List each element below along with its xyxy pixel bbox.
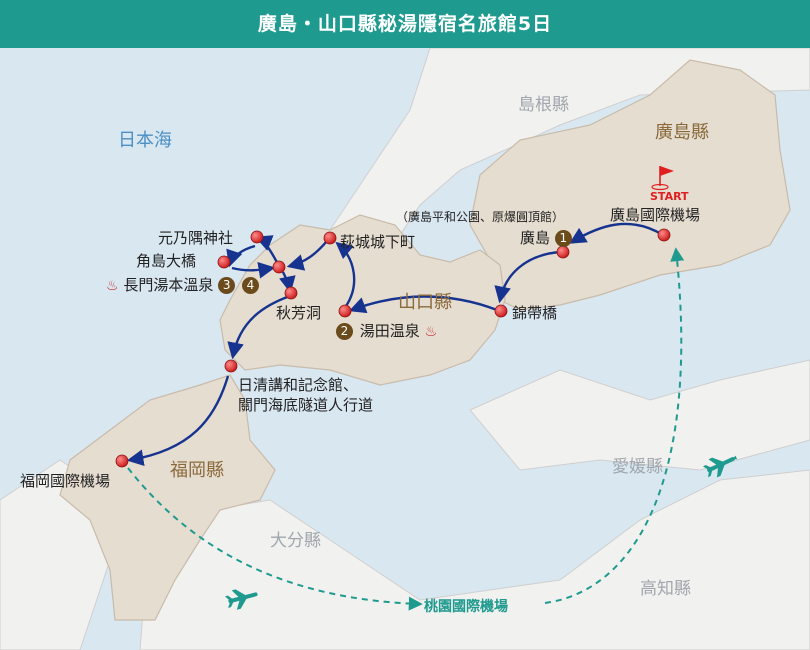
label-shimane: 島根縣 — [518, 95, 569, 115]
label-akiyoshido: 秋芳洞 — [276, 304, 322, 322]
flight-route — [127, 247, 685, 611]
onsen-icon: ♨ — [424, 324, 438, 340]
label-taoyuan: 桃園國際機場 — [424, 599, 508, 615]
label-peace-note: （廣島平和公園、原爆圓頂館） — [396, 210, 565, 224]
label-nagato-text: 長門湯本溫泉 — [123, 276, 214, 294]
label-ehime: 愛媛縣 — [612, 457, 663, 477]
fukuoka-region — [59, 374, 276, 621]
label-shimonoseki-2: 關門海底隧道人行道 — [238, 396, 374, 414]
pin-nagato — [272, 260, 286, 274]
label-kochi: 高知縣 — [640, 579, 691, 599]
flag-icon — [651, 166, 674, 191]
day-badge-2: 2 — [336, 323, 353, 340]
onsen-icon: ♨ — [106, 278, 119, 294]
label-motonosumi: 元乃隅神社 — [158, 229, 234, 247]
title-bar: 廣島・山口縣秘湯隱宿名旅館5日 — [0, 0, 810, 48]
label-hagi: 萩城城下町 — [340, 233, 416, 251]
day-badge-4: 4 — [241, 277, 259, 294]
map: 島根縣 廣島縣 山口縣 福岡縣 大分縣 愛媛縣 高知縣 日本海 START 廣島… — [0, 48, 810, 650]
label-oita: 大分縣 — [270, 531, 321, 551]
page-title: 廣島・山口縣秘湯隱宿名旅館5日 — [257, 13, 553, 35]
label-tsunoshima: 角島大橋 — [136, 252, 197, 270]
pin-motonosumi — [250, 230, 264, 244]
pin-kintaikyo — [494, 304, 508, 318]
label-hiroshima-text: 廣島 — [520, 229, 551, 247]
label-nagato: ♨ 長門湯本溫泉 3 4 — [106, 274, 261, 295]
pin-yuda — [338, 304, 352, 318]
label-shimonoseki-1: 日清講和記念館、 — [238, 376, 359, 394]
label-sea: 日本海 — [118, 130, 172, 151]
label-hiroshima-airport: 廣島國際機場 — [610, 206, 701, 224]
start-label: START — [650, 190, 689, 203]
pin-hagi — [323, 231, 337, 245]
pin-tsunoshima — [217, 255, 231, 269]
day-badge-1: 1 — [554, 230, 572, 247]
pin-shimonoseki — [224, 359, 238, 373]
location-pins — [115, 228, 671, 468]
tour-route — [126, 222, 664, 467]
label-hiroshima-pref: 廣島縣 — [655, 122, 709, 143]
label-kintaikyo: 錦帶橋 — [512, 304, 558, 322]
map-canvas — [0, 48, 810, 650]
pin-akiyoshido — [284, 286, 298, 300]
label-yuda: 2 湯田温泉 ♨ — [336, 320, 437, 341]
plane-icon — [224, 589, 258, 610]
label-yuda-text: 湯田温泉 — [359, 322, 420, 340]
label-hiroshima: 廣島 1 — [520, 227, 574, 248]
label-fukuoka-airport: 福岡國際機場 — [20, 472, 111, 490]
label-yamaguchi-pref: 山口縣 — [398, 292, 452, 313]
pin-fukuoka-airport — [115, 454, 129, 468]
day-badge-3: 3 — [218, 277, 236, 294]
label-fukuoka-pref: 福岡縣 — [170, 460, 224, 481]
plane-icon — [702, 455, 738, 478]
pin-hiroshima-airport — [657, 228, 671, 242]
